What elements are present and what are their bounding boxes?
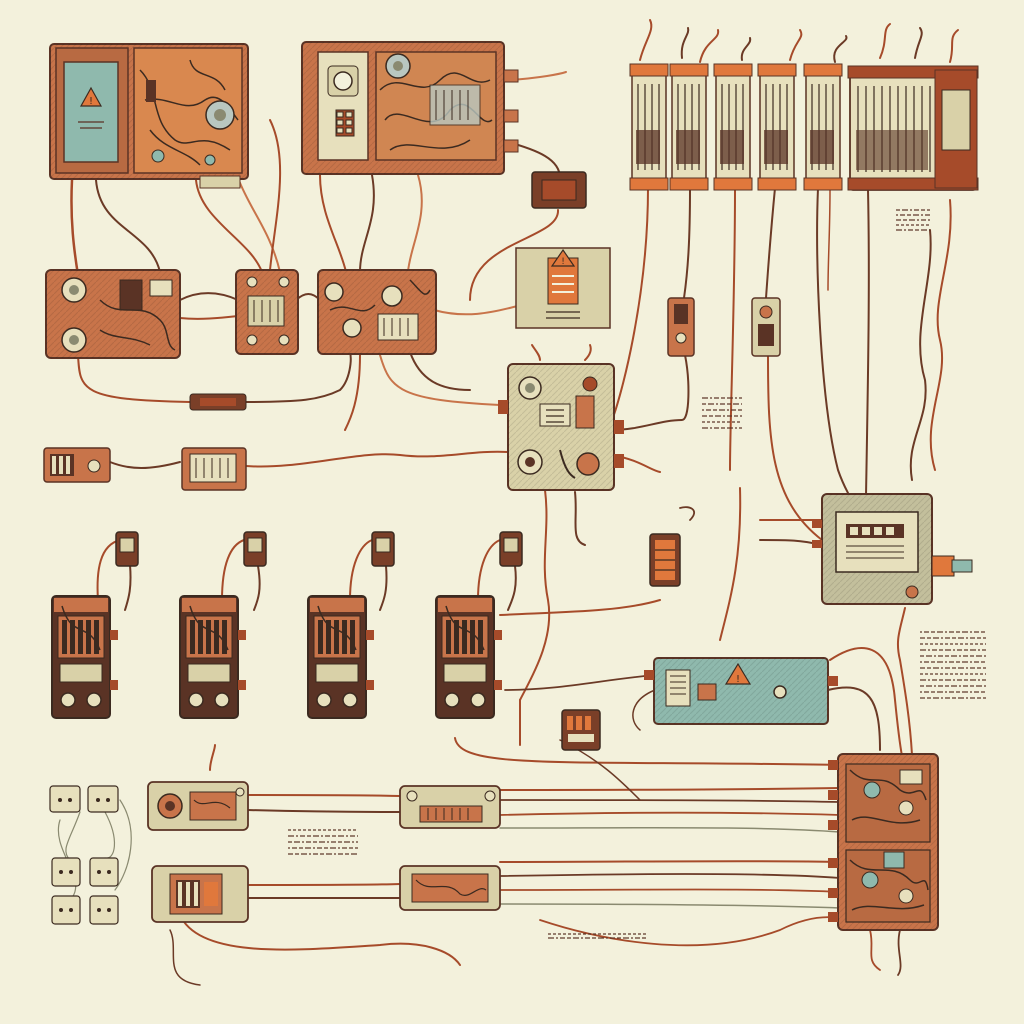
meter-panel-right — [812, 493, 973, 605]
small-meter-left — [667, 297, 695, 357]
inline-connector-4 — [399, 865, 501, 911]
fuse-cartridge-4 — [757, 63, 797, 191]
small-meter-right — [751, 297, 781, 357]
breaker-unit-1 — [51, 531, 139, 719]
breaker-unit-2 — [179, 531, 267, 719]
spec-text-blocks — [288, 209, 986, 939]
inline-connector-2 — [399, 785, 501, 829]
inline-module-right — [181, 447, 247, 491]
fuse-cartridge-3 — [713, 63, 753, 191]
svg-text:!: ! — [736, 674, 740, 685]
relay-box-left — [45, 269, 181, 359]
plug-connector-icon — [189, 393, 247, 411]
socket-pair-upper — [49, 785, 119, 813]
wire-layer — [57, 19, 959, 986]
svg-text:!: ! — [89, 96, 93, 107]
hanging-fuse-module — [649, 533, 681, 587]
breaker-unit-4 — [435, 531, 523, 719]
fuse-cabinet — [847, 65, 979, 191]
warning-sign-panel: ! — [515, 247, 611, 329]
socket-pair-lower — [51, 857, 119, 925]
breaker-row — [51, 531, 523, 719]
warning-triangle-icon: ! — [724, 662, 752, 685]
breaker-unit-3 — [307, 531, 395, 719]
main-distribution-board — [828, 753, 939, 931]
socket-pairs — [49, 785, 119, 925]
inline-connector-3 — [151, 865, 249, 923]
relay-box-right — [317, 269, 437, 355]
warning-triangle-icon: ! — [79, 86, 103, 107]
dial-gauge-icon — [333, 71, 353, 91]
teal-control-box: ! — [644, 657, 838, 725]
control-panel-teal-label: ! — [49, 43, 249, 189]
relay-box-small — [235, 269, 299, 355]
inline-module-left — [43, 447, 111, 483]
svg-text:!: ! — [561, 257, 565, 267]
fuse-bank — [629, 63, 979, 191]
fuse-cartridge-2 — [669, 63, 709, 191]
fuse-cartridge-5 — [803, 63, 843, 191]
switch-panel-central — [498, 363, 624, 491]
control-panel-gauge — [301, 41, 519, 175]
inline-connector-1 — [147, 781, 249, 831]
fuse-cartridge-1 — [629, 63, 669, 191]
warning-triangle-icon: ! — [550, 248, 576, 267]
terminal-block-icon — [561, 709, 601, 751]
